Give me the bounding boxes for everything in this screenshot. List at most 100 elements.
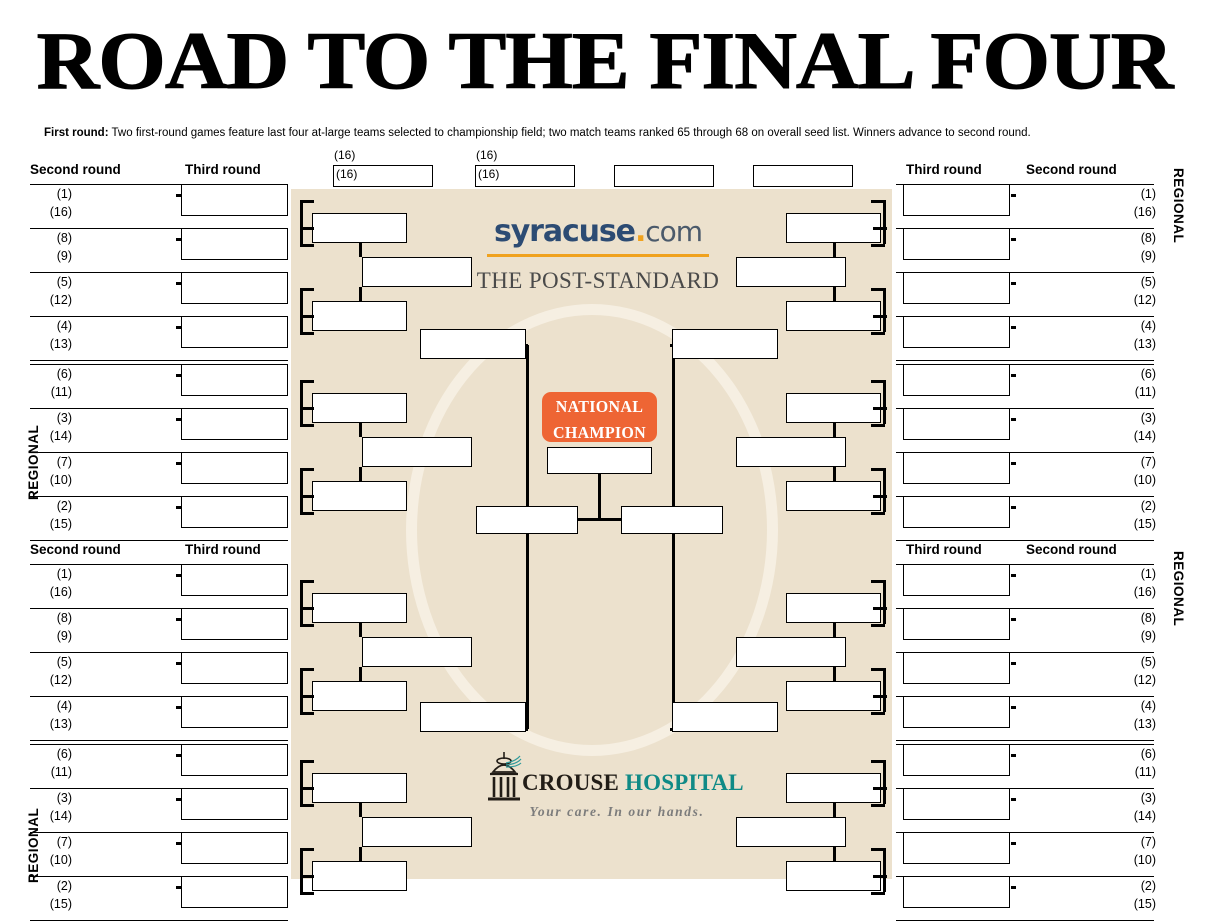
first-round-box-1[interactable]: [475, 165, 575, 187]
quadrant-rule-5-4: [896, 540, 1154, 541]
third-round-box-0-0[interactable]: [181, 184, 288, 216]
regional-semi-box-7-0[interactable]: [786, 773, 881, 803]
third-round-box-4-0[interactable]: [903, 184, 1010, 216]
seed-label-6-4: (5): [1140, 655, 1156, 669]
third-round-box-4-2[interactable]: [903, 272, 1010, 304]
regional-semi-box-7-1[interactable]: [786, 861, 881, 891]
third-round-box-3-2[interactable]: [181, 832, 288, 864]
final-four-box-left[interactable]: [476, 506, 578, 534]
regional-semi-box-0-0[interactable]: [312, 213, 407, 243]
third-round-box-6-1[interactable]: [903, 608, 1010, 640]
box-tick-1-3: [176, 506, 181, 509]
third-round-box-1-2[interactable]: [181, 452, 288, 484]
final-four-box-right[interactable]: [621, 506, 723, 534]
regional-semi-box-1-0[interactable]: [312, 393, 407, 423]
regional-semi-box-3-1[interactable]: [312, 861, 407, 891]
regional-semi-box-5-1[interactable]: [786, 481, 881, 511]
third-round-box-5-3[interactable]: [903, 496, 1010, 528]
semi-connector-spine-5-1: [883, 468, 886, 512]
semi-connector-stub-top-1-0: [300, 380, 314, 383]
seed-label-3-1: (11): [50, 765, 72, 779]
third-round-box-6-2[interactable]: [903, 652, 1010, 684]
third-round-box-6-3[interactable]: [903, 696, 1010, 728]
third-round-box-3-3[interactable]: [181, 876, 288, 908]
regional-final-box-5[interactable]: [736, 437, 846, 467]
seed-label-3-3: (14): [49, 809, 72, 823]
third-round-box-4-3[interactable]: [903, 316, 1010, 348]
first-round-box-2[interactable]: [614, 165, 714, 187]
third-round-box-7-1[interactable]: [903, 788, 1010, 820]
box-tick-0-2: [176, 282, 181, 285]
national-champion-box[interactable]: [547, 447, 652, 474]
semi-connector-in-0-1: [300, 315, 314, 318]
regional-semi-box-6-1[interactable]: [786, 681, 881, 711]
box-tick-7-2: [1011, 842, 1016, 845]
round-header-0: Second round: [30, 162, 121, 177]
third-round-box-6-0[interactable]: [903, 564, 1010, 596]
semi-connector-stub-bot-0-1: [300, 332, 314, 335]
third-round-box-2-1[interactable]: [181, 608, 288, 640]
regional-semi-box-4-1[interactable]: [786, 301, 881, 331]
regional-semi-box-2-1[interactable]: [312, 681, 407, 711]
first-round-box-3[interactable]: [753, 165, 853, 187]
seed-label-1-4: (7): [56, 455, 72, 469]
semi-connector-in-4-1: [873, 315, 887, 318]
regional-final-box-4[interactable]: [736, 257, 846, 287]
third-round-box-2-3[interactable]: [181, 696, 288, 728]
elite-eight-box-top-left[interactable]: [420, 329, 526, 359]
regional-semi-box-6-0[interactable]: [786, 593, 881, 623]
quadrant-rule-6-0: [896, 564, 1154, 565]
third-round-box-4-1[interactable]: [903, 228, 1010, 260]
regional-final-box-3[interactable]: [362, 817, 472, 847]
regional-semi-box-0-1[interactable]: [312, 301, 407, 331]
third-round-box-1-0[interactable]: [181, 364, 288, 396]
seed-label-6-6: (4): [1140, 699, 1156, 713]
regional-semi-box-4-0[interactable]: [786, 213, 881, 243]
regional-final-box-2[interactable]: [362, 637, 472, 667]
regional-semi-box-2-0[interactable]: [312, 593, 407, 623]
regional-final-box-6[interactable]: [736, 637, 846, 667]
third-round-box-7-2[interactable]: [903, 832, 1010, 864]
third-round-box-2-0[interactable]: [181, 564, 288, 596]
third-round-box-3-1[interactable]: [181, 788, 288, 820]
semi-connector-spine-4-1: [883, 288, 886, 332]
championship-connector-v: [598, 474, 601, 519]
elite-eight-box-bottom-right[interactable]: [672, 702, 778, 732]
third-round-box-3-0[interactable]: [181, 744, 288, 776]
third-round-box-0-2[interactable]: [181, 272, 288, 304]
regional-semi-box-5-0[interactable]: [786, 393, 881, 423]
regional-semi-box-1-1[interactable]: [312, 481, 407, 511]
third-round-box-5-2[interactable]: [903, 452, 1010, 484]
third-round-box-5-1[interactable]: [903, 408, 1010, 440]
semi-connector-spine-4-0: [883, 200, 886, 244]
regional-final-box-7[interactable]: [736, 817, 846, 847]
box-tick-7-0: [1011, 754, 1016, 757]
third-round-box-7-0[interactable]: [903, 744, 1010, 776]
third-round-box-7-3[interactable]: [903, 876, 1010, 908]
first-round-box-0[interactable]: [333, 165, 433, 187]
semi-connector-stub-top-6-1: [871, 668, 885, 671]
elite-eight-box-top-right[interactable]: [672, 329, 778, 359]
regional-final-box-0[interactable]: [362, 257, 472, 287]
third-round-box-1-3[interactable]: [181, 496, 288, 528]
semi-connector-stub-bot-7-0: [871, 804, 885, 807]
quadrant-rule-6-2: [896, 652, 1154, 653]
regional-semi-box-3-0[interactable]: [312, 773, 407, 803]
seed-label-0-5: (12): [49, 293, 72, 307]
third-round-box-0-1[interactable]: [181, 228, 288, 260]
crouse-name-part1: CROUSE: [522, 770, 620, 795]
seed-label-7-4: (7): [1140, 835, 1156, 849]
seed-label-5-3: (14): [1133, 429, 1156, 443]
third-round-box-2-2[interactable]: [181, 652, 288, 684]
quadrant-rule-6-3: [896, 696, 1154, 697]
third-round-box-1-1[interactable]: [181, 408, 288, 440]
semi-connector-spine-5-0: [883, 380, 886, 424]
semi-connector-stub-top-2-0: [300, 580, 314, 583]
regional-final-box-1[interactable]: [362, 437, 472, 467]
seed-label-2-2: (8): [56, 611, 72, 625]
syracuse-dot: .: [634, 214, 646, 249]
semi-connector-stub-top-3-0: [300, 760, 314, 763]
third-round-box-5-0[interactable]: [903, 364, 1010, 396]
elite-eight-box-bottom-left[interactable]: [420, 702, 526, 732]
third-round-box-0-3[interactable]: [181, 316, 288, 348]
